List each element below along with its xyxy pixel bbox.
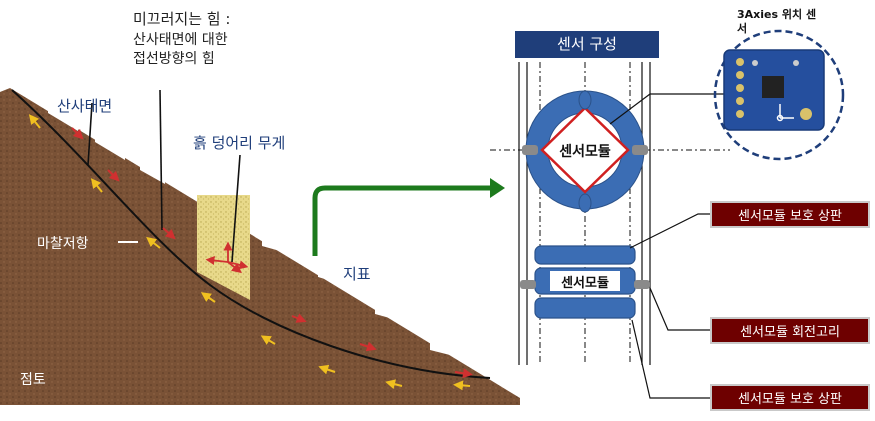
- surface-columns: [48, 92, 458, 357]
- ground-surface-label: 지표: [343, 265, 371, 283]
- module-label-bottom: 센서모듈: [561, 276, 609, 291]
- sensor-guide-lines: [518, 62, 651, 365]
- module-window: [550, 271, 620, 291]
- flow-arrow-head: [490, 178, 505, 198]
- sliding-force-desc-2: 접선방향의 힘: [133, 51, 215, 67]
- soil-slope: [0, 88, 520, 405]
- ring-pin-left: [522, 145, 538, 155]
- soil-weight-label: 흙 덩어리 무게: [193, 134, 286, 152]
- sensor-diamond: [540, 106, 630, 194]
- weight-vector-arrows: [205, 241, 249, 270]
- sliding-force-desc-1: 산사태면에 대한: [133, 32, 228, 48]
- leader-lines: [87, 89, 241, 263]
- callout-protect-bottom: 센서모듈 보호 상판: [710, 384, 870, 411]
- ring-pin-bottom: [578, 193, 592, 213]
- callout-lines: [609, 93, 728, 399]
- callout-protect-top: 센서모듈 보호 상판: [710, 201, 870, 228]
- chip-label-line1: 3Axies 위치 센: [737, 8, 817, 21]
- ring-pin-top: [578, 90, 592, 110]
- axis-symbol: [776, 104, 794, 122]
- chip-pads: [736, 58, 812, 120]
- flow-arrow: [312, 185, 492, 256]
- hook-left: [520, 280, 536, 289]
- landslide-surface-label: 산사태면: [57, 97, 113, 115]
- clay-label: 점토: [20, 372, 46, 388]
- module-label-top: 센서모듈: [559, 144, 611, 160]
- chip-label-line2: 서: [737, 22, 748, 35]
- sensor-config-title: 센서 구성: [515, 31, 659, 58]
- friction-label: 마찰저항: [37, 236, 89, 252]
- slip-surface-curve: [11, 89, 491, 379]
- friction-arrows: [28, 114, 471, 391]
- hook-right: [634, 280, 650, 289]
- callout-rotation-hook: 센서모듈 회전고리: [710, 317, 870, 344]
- sliding-force-label: 미끄러지는 힘 :: [133, 10, 231, 28]
- sensor-chip: [762, 76, 784, 98]
- chip-callout-circle: [713, 29, 845, 161]
- ring-pin-right: [632, 145, 648, 155]
